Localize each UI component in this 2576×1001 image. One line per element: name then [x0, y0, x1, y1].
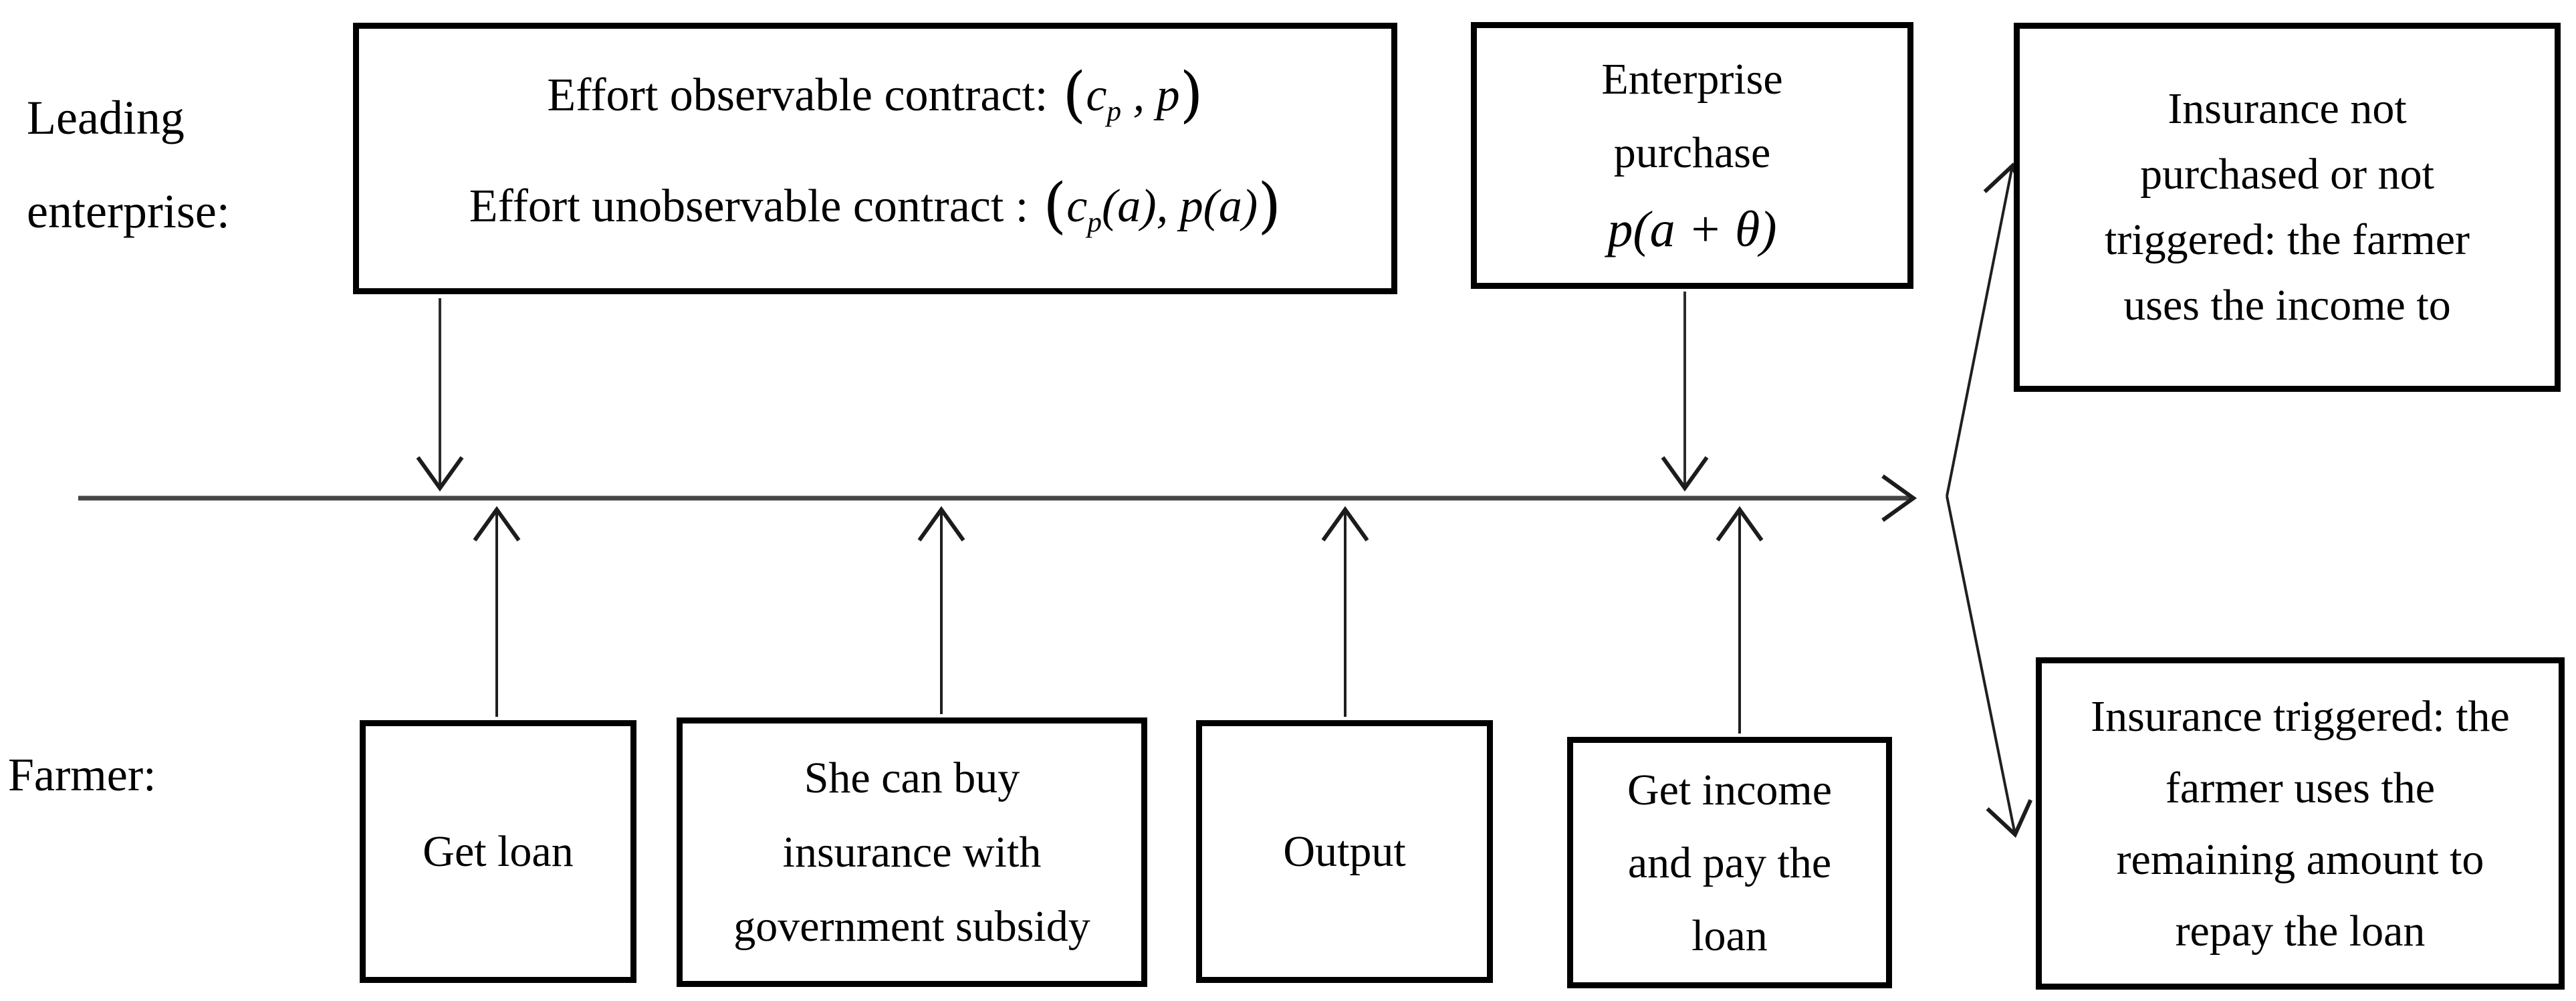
unobservable-contract-formula: (cp(a), p(a)) [1043, 171, 1282, 241]
observable-contract-label: Effort observable contract: [547, 70, 1048, 121]
not-triggered-line4: uses the income to [2123, 281, 2451, 330]
contracts-box: Effort observable contract: (cp , p) Effo… [353, 23, 1397, 294]
triggered-line3: remaining amount to [2116, 835, 2484, 884]
arrow-branch-up [1946, 162, 2030, 497]
enterprise-purchase-formula: p(a + θ) [1607, 201, 1777, 257]
unobservable-contract-line: Effort unobservable contract : (cp(a), p(… [469, 158, 1281, 269]
unobservable-contract-label: Effort unobservable contract : [469, 180, 1029, 232]
not-triggered-line2: purchased or not [2140, 150, 2434, 199]
output-box: Output [1196, 720, 1493, 983]
buy-insurance-line2: insurance with [782, 828, 1042, 877]
observable-contract-line: Effort observable contract: (cp , p) [547, 47, 1203, 158]
leading-enterprise-label-line1: Leading [27, 91, 185, 144]
leading-enterprise-label: Leading enterprise: [27, 71, 230, 258]
get-income-line3: loan [1691, 911, 1768, 960]
get-income-line2: and pay the [1627, 838, 1832, 887]
buy-insurance-box: She can buy insurance with government su… [677, 717, 1147, 987]
enterprise-purchase-line2: purchase [1613, 128, 1771, 177]
get-loan-box: Get loan [360, 720, 636, 983]
triggered-line4: repay the loan [2175, 906, 2426, 956]
arrow-branch-down [1946, 495, 2032, 839]
get-loan-label: Get loan [423, 826, 574, 876]
triggered-line1: Insurance triggered: the [2091, 691, 2510, 741]
leading-enterprise-label-line2: enterprise: [27, 185, 230, 238]
not-triggered-line3: triggered: the farmer [2104, 215, 2470, 264]
insurance-triggered-box: Insurance triggered: the farmer uses the… [2036, 657, 2565, 990]
enterprise-purchase-line1: Enterprise [1601, 54, 1783, 104]
farmer-label: Farmer: [8, 750, 156, 801]
insurance-not-triggered-box: Insurance not purchased or not triggered… [2014, 23, 2561, 392]
not-triggered-line1: Insurance not [2168, 84, 2407, 133]
output-label: Output [1283, 826, 1406, 876]
enterprise-purchase-box: Enterprise purchase p(a + θ) [1471, 22, 1913, 289]
buy-insurance-line1: She can buy [804, 754, 1020, 802]
get-income-box: Get income and pay the loan [1567, 737, 1892, 988]
observable-contract-formula: (cp , p) [1062, 60, 1203, 130]
get-income-line1: Get income [1627, 765, 1833, 814]
buy-insurance-line3: government subsidy [733, 902, 1090, 951]
triggered-line2: farmer uses the [2165, 763, 2436, 812]
